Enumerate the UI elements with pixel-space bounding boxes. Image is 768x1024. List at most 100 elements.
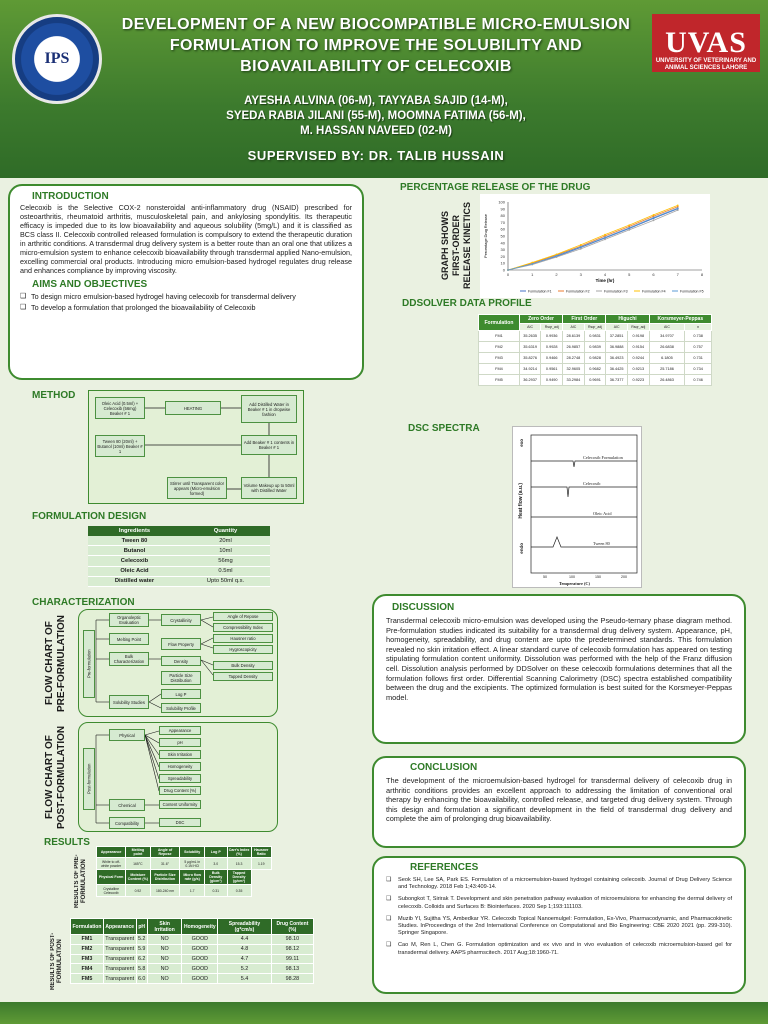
table-cell: 4.4 [217, 934, 272, 945]
supervisor: SUPERVISED BY: DR. TALIB HUSSAIN [247, 148, 505, 163]
table-header: Micro flow rate (g/s) [179, 869, 205, 885]
table-cell: Transparent [102, 953, 137, 965]
post-level1-node: Compatibility [109, 817, 145, 829]
table-cell: 33.2984 [562, 374, 585, 386]
references-box: REFERENCES Seok SH, Lee SA, Park ES. For… [372, 856, 746, 994]
x-tick-label: 3 [580, 272, 583, 277]
table-cell: 1.7 [179, 884, 205, 897]
table-header: Bulk Density (g/cm³) [203, 869, 228, 885]
y-tick-label: 70 [501, 220, 506, 225]
table-header: Formulation [70, 918, 104, 935]
conclusion-heading: CONCLUSION [410, 762, 478, 773]
aims-heading: AIMS AND OBJECTIVES [32, 279, 148, 290]
table-cell: Transparent [102, 934, 137, 945]
y-tick-label: 20 [501, 254, 506, 259]
table-header: Homogeneity [181, 918, 219, 935]
ddsolver-heading: DDSOLVER DATA PROFILE [402, 298, 532, 309]
table-header: First Order [562, 314, 607, 324]
data-point [604, 233, 606, 236]
data-point [531, 261, 534, 264]
y-tick-label: 0 [503, 268, 506, 273]
table-cell: NO [146, 973, 183, 984]
table-cell: 25.7186 [648, 363, 686, 375]
table-cell: 1.19 [250, 857, 273, 870]
table-header: Log P [203, 846, 228, 858]
table-header: Quantity [180, 526, 270, 536]
table-cell: FM3 [478, 352, 520, 364]
table-cell: 165°C [125, 857, 151, 870]
discussion-text: Transdermal celecoxib micro-emulsion was… [386, 616, 732, 702]
method-step-4: Tween 80 (20ml) + Butanol (10ml) Beaker … [95, 435, 145, 457]
pre-level1-node: Bulk Characterization [109, 652, 149, 666]
dsc-curve-label: Tween 80 [593, 541, 610, 546]
dsc-heading: DSC SPECTRA [408, 423, 480, 434]
table-cell: Tween 80 [88, 536, 181, 547]
data-point [652, 214, 655, 216]
pre-level3-node: Hausner ratio [213, 634, 273, 643]
conclusion-box: CONCLUSION The development of the microe… [372, 756, 746, 848]
dsc-curve-label: Celecoxib Formulation [583, 455, 623, 460]
table-cell: 34.9214 [518, 363, 542, 375]
pre-level3-node: Hygroscopicity [213, 645, 273, 654]
discussion-box: DISCUSSION Transdermal celecoxib micro-e… [372, 594, 746, 744]
post-level2-node: Appearance [159, 726, 201, 735]
table-header: Angle of Repose [149, 846, 181, 858]
data-point [555, 254, 558, 257]
data-point [579, 243, 582, 246]
results-post-formulation-label: RESULTS OF POST-FORMULATION [50, 932, 63, 990]
dsc-curve-label: Celecoxib [583, 481, 601, 486]
authors-line-2: SYEDA RABIA JILANI (55-M), MOOMNA FATIMA… [226, 110, 526, 122]
y-tick-label: 80 [501, 213, 506, 218]
introduction-text: Celecoxib is the Selective COX-2 nonster… [20, 203, 352, 275]
table-cell: 28.2748 [562, 352, 585, 364]
table-header: Korsmeyer-Peppas [648, 314, 713, 324]
legend-entry: Formulation F3 [604, 289, 628, 293]
uvas-logo-subtitle: UNIVERSITY OF VETERINARY AND ANIMAL SCIE… [655, 58, 757, 71]
pre-level3-node: Compressibility Index [213, 623, 273, 632]
references-heading: REFERENCES [410, 862, 479, 873]
dsc-y-axis-label: Heat flow (a.u.) [518, 483, 524, 519]
table-header: Physical Form [95, 869, 127, 885]
reference-item: Subongkot T, Sirirak T. Development and … [386, 896, 732, 910]
table-cell: GOOD [181, 934, 219, 945]
table-cell: FM3 [70, 953, 104, 965]
x-tick-label: 8 [701, 272, 704, 277]
table-cell: Crystalline Celecoxib [95, 884, 127, 897]
table-header: Appearance [102, 918, 137, 935]
table-cell: FM4 [70, 963, 104, 975]
table-cell: NO [146, 953, 183, 965]
pre-level1-node: Organoleptic Evaluation [109, 613, 149, 627]
data-point [579, 248, 582, 250]
introduction-box: INTRODUCTION Celecoxib is the Selective … [8, 184, 364, 380]
reference-item: Seok SH, Lee SA, Park ES. Formulation of… [386, 877, 732, 891]
table-cell: 0.9682 [583, 363, 607, 375]
table-cell: 98.12 [270, 943, 315, 955]
table-cell: 0.9466 [540, 352, 564, 364]
pre-level2-node: Density [161, 656, 201, 666]
table-cell: Transparent [102, 943, 137, 955]
table-cell: Celecoxib [88, 555, 181, 567]
data-point [555, 256, 558, 258]
table-cell: 28.6139 [562, 330, 585, 342]
authors: AYESHA ALVINA (06-M), TAYYABA SAJID (14-… [106, 94, 646, 139]
pre-level3-node: Bulk Density [213, 661, 273, 670]
y-tick-label: 30 [501, 247, 506, 252]
x-tick-label: 2 [555, 272, 558, 277]
series-line [507, 205, 678, 271]
table-cell: Butanol [88, 545, 181, 557]
table-cell: 26.9857 [562, 341, 585, 353]
table-cell: 0.734 [684, 363, 712, 375]
aims-list: To design micro emulsion-based hydrogel … [20, 292, 352, 312]
pre-level2-node: Log P [161, 689, 201, 699]
